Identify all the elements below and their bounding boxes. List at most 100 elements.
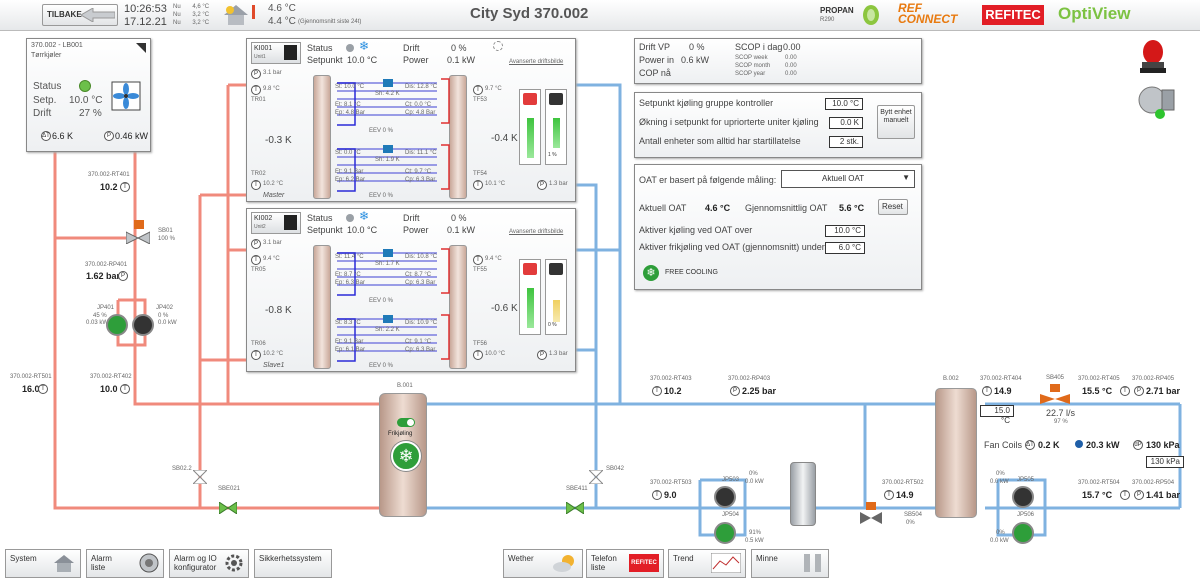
status-dot bbox=[346, 44, 354, 52]
jp402-id: JP402 bbox=[156, 305, 174, 311]
page-title: City Syd 370.002 bbox=[470, 5, 589, 22]
valve-actuator-icon[interactable] bbox=[1040, 384, 1070, 404]
cop-label: COP nå bbox=[639, 68, 671, 78]
temp-sensor-icon: T bbox=[473, 180, 483, 190]
setpoint-row3-label: Antall enheter som alltid har startillat… bbox=[639, 136, 801, 146]
dis-bot: Dis: 11.1 °C bbox=[405, 150, 437, 156]
drift-value: 0 % bbox=[451, 213, 467, 223]
back-button[interactable]: TILBAKE bbox=[42, 4, 118, 26]
pump-jp505[interactable] bbox=[1012, 486, 1034, 508]
gauge-head bbox=[549, 263, 563, 275]
power-label: Power bbox=[403, 55, 429, 65]
pump-jp402[interactable] bbox=[132, 314, 154, 336]
pump-jp401[interactable] bbox=[106, 314, 128, 336]
frikjoling-toggle[interactable] bbox=[397, 418, 415, 427]
sh-top: Sh: 1.7 K bbox=[375, 261, 400, 267]
footer-weather-button[interactable]: Wether bbox=[503, 549, 583, 578]
setpoint-row1-input[interactable]: 10.0 °C bbox=[825, 98, 863, 110]
footer-trend-button[interactable]: Trend bbox=[668, 549, 746, 578]
snowflake-icon: ❄ bbox=[359, 39, 370, 53]
gauge-head bbox=[549, 93, 563, 105]
weather-lines: Nu 4,6 °C Nu 3,2 °C Nu 3,2 °C bbox=[173, 3, 209, 27]
dry-cooler-panel[interactable]: 370.002 - LB001 Tørrkjøler Status Setp. … bbox=[26, 38, 151, 152]
reset-button[interactable]: Reset bbox=[878, 199, 908, 215]
pump-jp506[interactable] bbox=[1012, 522, 1034, 544]
pressure-sensor-icon: P bbox=[537, 350, 547, 360]
optiview-logo: OptiView bbox=[1058, 4, 1130, 24]
valve-actuator-icon[interactable] bbox=[860, 502, 882, 524]
tr-left-label: TR01 bbox=[251, 97, 266, 103]
valve-icon[interactable] bbox=[193, 470, 207, 484]
gauge-bar bbox=[527, 288, 534, 328]
oat-basis-selected: Aktuell OAT bbox=[822, 174, 865, 183]
drift-value: 27 % bbox=[79, 108, 102, 119]
gear-icon bbox=[225, 554, 243, 572]
oat-basis-select[interactable]: Aktuell OAT ▼ bbox=[781, 170, 915, 188]
right-t-top: 9.7 °C bbox=[485, 86, 502, 92]
motor-valve-icon[interactable] bbox=[219, 502, 237, 514]
valve-icon[interactable] bbox=[589, 470, 603, 484]
right-dt: -0.4 K bbox=[491, 133, 518, 144]
unit1-panel[interactable]: KI001 Unit1 Status ❄ Setpunkt 10.0 °C Dr… bbox=[246, 38, 576, 202]
ep-top1: Et: 8.7 °C bbox=[335, 272, 361, 278]
footer-system-button[interactable]: System bbox=[5, 549, 81, 578]
drift-vp-value: 0 % bbox=[689, 42, 705, 52]
swap-unit-button[interactable]: Bytt enhet manuelt bbox=[877, 105, 915, 139]
ep-bot2: Ep: 6.2 Bar bbox=[335, 177, 366, 183]
setpoint-box[interactable]: 15.0 °C bbox=[980, 405, 1014, 425]
eev-top: EEV 0 % bbox=[369, 128, 394, 134]
rp504-value: 1.41 bar bbox=[1146, 490, 1181, 500]
motor-valve-icon[interactable] bbox=[566, 502, 584, 514]
cool-over-input[interactable]: 10.0 °C bbox=[825, 225, 865, 237]
propan-sub: R290 bbox=[820, 17, 835, 23]
free-under-input[interactable]: 6.0 °C bbox=[825, 242, 865, 254]
reset-label: Reset bbox=[882, 202, 903, 211]
status-label: Status bbox=[307, 43, 333, 53]
setpoint-row2-input[interactable]: 0.0 K bbox=[829, 117, 863, 129]
footer-safety-button[interactable]: Sikkerhetssystem bbox=[254, 549, 332, 578]
fan-motor-icon[interactable] bbox=[1136, 82, 1176, 120]
pressure-sensor-icon: P bbox=[251, 69, 261, 79]
avg-oat-value: 5.6 °C bbox=[839, 203, 865, 213]
rp504-id: 370.002-RP504 bbox=[1132, 480, 1175, 486]
unit-id: KI002 bbox=[254, 215, 273, 222]
detail-link[interactable]: Avanserte driftsbilde bbox=[509, 229, 564, 235]
setpoint-row3-input[interactable]: 2 stk. bbox=[829, 136, 863, 148]
rt404-id: 370.002-RT404 bbox=[980, 376, 1022, 382]
dt-sensor-icon: ΔT bbox=[41, 131, 51, 141]
unit2-panel[interactable]: KI002 Unit2 Status ❄ Setpunkt 10.0 °C Dr… bbox=[246, 208, 576, 372]
alarm-line-1: Alarm bbox=[91, 554, 112, 563]
condenser-plate bbox=[449, 245, 467, 369]
jp503-kw: 0.0 kW bbox=[745, 479, 764, 485]
kpa-box[interactable]: 130 kPa bbox=[1146, 456, 1184, 468]
jp506-kw: 0.0 kW bbox=[990, 538, 1009, 544]
fancoils-label: Fan Coils bbox=[984, 440, 1023, 450]
temp-sensor-icon: T bbox=[884, 490, 894, 500]
scop-label: SCOP i dag bbox=[735, 42, 783, 52]
footer-minne-button[interactable]: Minne bbox=[751, 549, 829, 578]
jp505-kw: 0.0 kW bbox=[990, 479, 1009, 485]
phone-line-2: liste bbox=[591, 563, 606, 572]
rt401-value: 10.2 bbox=[100, 182, 118, 192]
unit-role: Master bbox=[263, 192, 285, 199]
alarm-line-2: liste bbox=[91, 563, 106, 572]
setp-value: 10.0 °C bbox=[69, 95, 103, 106]
temp-sensor-icon: T bbox=[473, 350, 483, 360]
pump-jp504[interactable] bbox=[714, 522, 736, 544]
heat-exchanger-b002[interactable] bbox=[935, 388, 977, 518]
refconnect-logo: REF CONNECT bbox=[898, 2, 957, 25]
setpoint-row1-label: Setpunkt kjøling gruppe kontroller bbox=[639, 98, 774, 108]
weather-sun-cloud-icon bbox=[553, 555, 574, 572]
scop-month-value: 0.00 bbox=[785, 63, 797, 69]
detail-link[interactable]: Avanserte driftsbilde bbox=[509, 59, 564, 65]
scop-month-label: SCOP month bbox=[735, 63, 771, 69]
alarm-beacon-icon[interactable] bbox=[1140, 40, 1166, 74]
valve-actuator-icon[interactable] bbox=[126, 220, 150, 244]
pump-jp503[interactable] bbox=[714, 486, 736, 508]
fc-dt: 0.2 K bbox=[1038, 440, 1060, 450]
press-top: 3.1 bar bbox=[263, 240, 282, 246]
sb042-id: SB042 bbox=[606, 466, 625, 472]
